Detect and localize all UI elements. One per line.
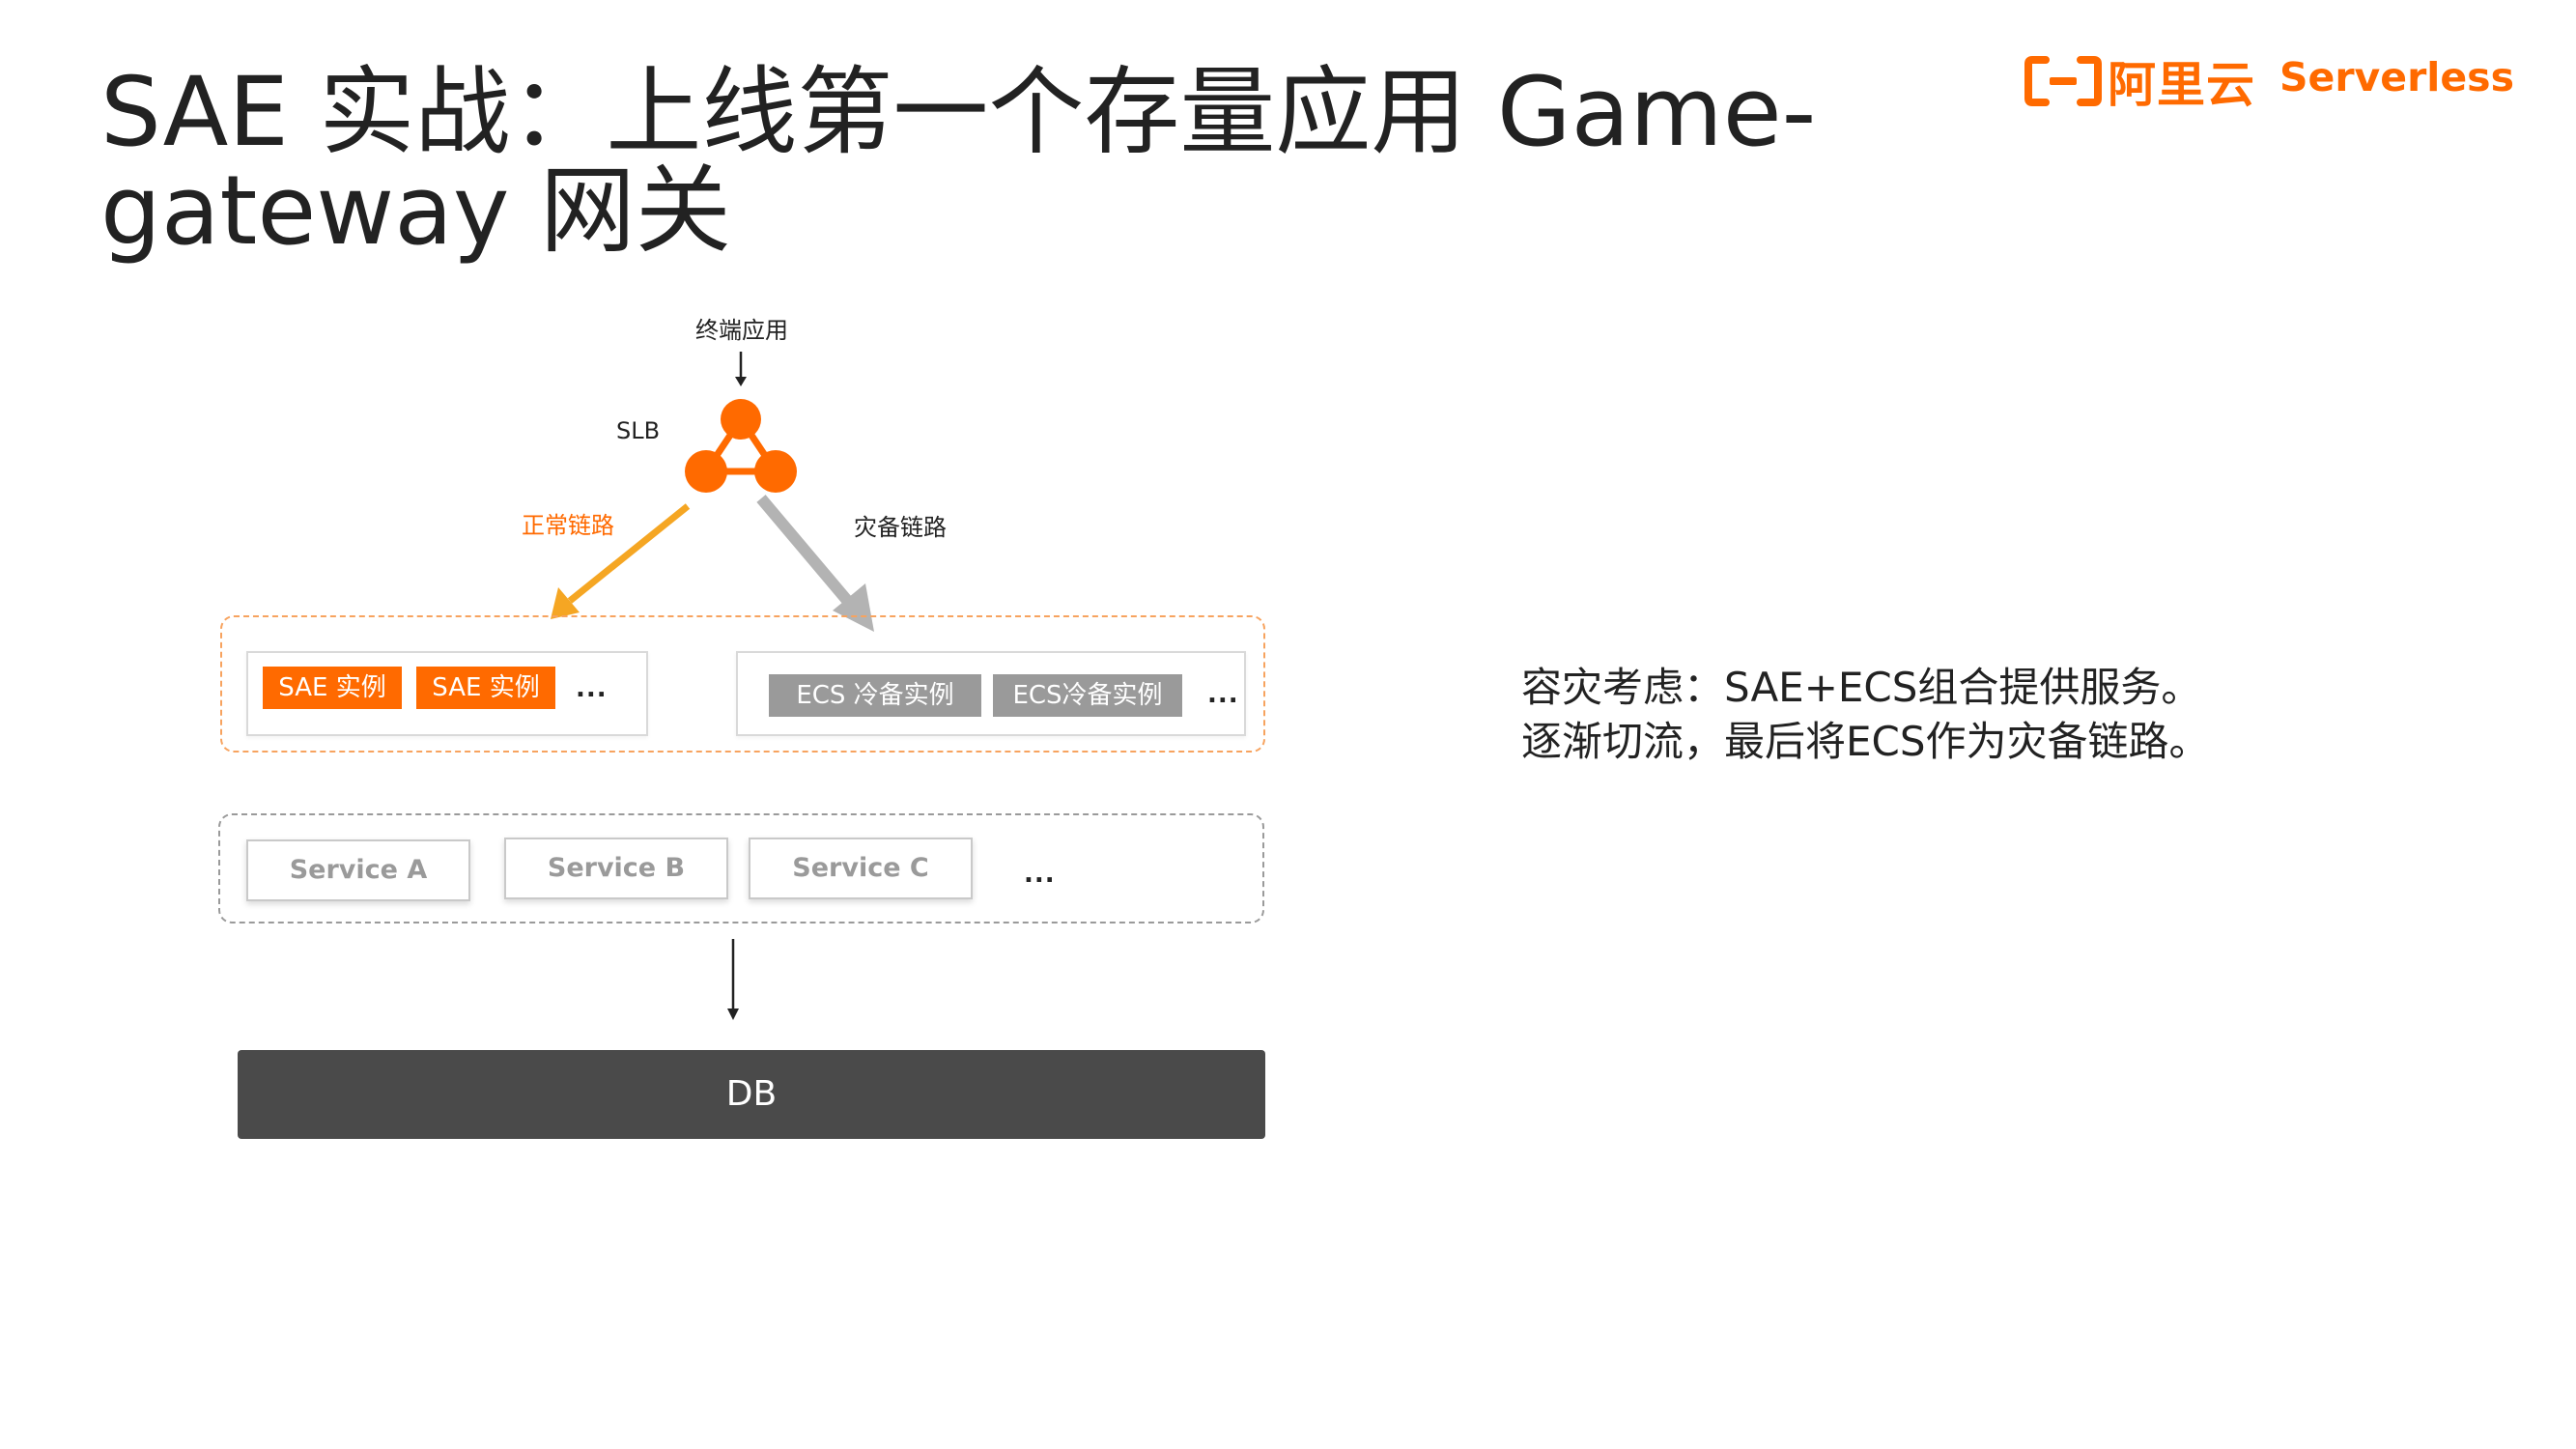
aliyun-logo: 阿里云	[2024, 50, 2255, 113]
ecs-backup-instance-chip: ECS 冷备实例	[769, 674, 981, 717]
normal-path-label: 正常链路	[522, 512, 614, 539]
title-line-1: SAE 实战：上线第一个存量应用 Game-	[100, 57, 1817, 168]
sae-more-ellipsis: ...	[576, 674, 608, 703]
logo-product-text: Serverless	[2279, 54, 2514, 100]
service-zone	[218, 813, 1264, 923]
client-label: 终端应用	[695, 317, 788, 344]
page-title: SAE 实战：上线第一个存量应用 Game- gateway 网关	[100, 57, 1817, 267]
aliyun-bracket-icon	[2024, 56, 2102, 106]
backup-path-arrow	[756, 495, 874, 632]
ecs-backup-instance-chip: ECS冷备实例	[993, 674, 1182, 717]
service-box: Service B	[504, 838, 728, 899]
ecs-more-ellipsis: ...	[1207, 680, 1239, 709]
service-box: Service C	[749, 838, 973, 899]
database-block: DB	[238, 1050, 1265, 1139]
disaster-recovery-note: 容灾考虑：SAE+ECS组合提供服务。 逐渐切流，最后将ECS作为灾备链路。	[1521, 661, 2487, 769]
sae-instance-chip: SAE 实例	[263, 667, 402, 709]
sae-instance-chip: SAE 实例	[416, 667, 555, 709]
note-line-1: 容灾考虑：SAE+ECS组合提供服务。	[1521, 664, 2202, 711]
logo-brand-text: 阿里云	[2108, 57, 2255, 113]
services-to-db-arrow	[727, 939, 739, 1020]
backup-path-label: 灾备链路	[854, 514, 947, 541]
client-to-slb-arrow	[735, 352, 747, 386]
service-box: Service A	[246, 839, 470, 901]
normal-path-arrow	[551, 503, 691, 619]
note-line-2: 逐渐切流，最后将ECS作为灾备链路。	[1521, 718, 2210, 765]
slb-node-icon	[685, 399, 797, 493]
title-line-2: gateway 网关	[100, 156, 731, 267]
instance-zone	[220, 615, 1265, 753]
service-more-ellipsis: ...	[1024, 860, 1056, 889]
slb-label: SLB	[616, 417, 661, 444]
